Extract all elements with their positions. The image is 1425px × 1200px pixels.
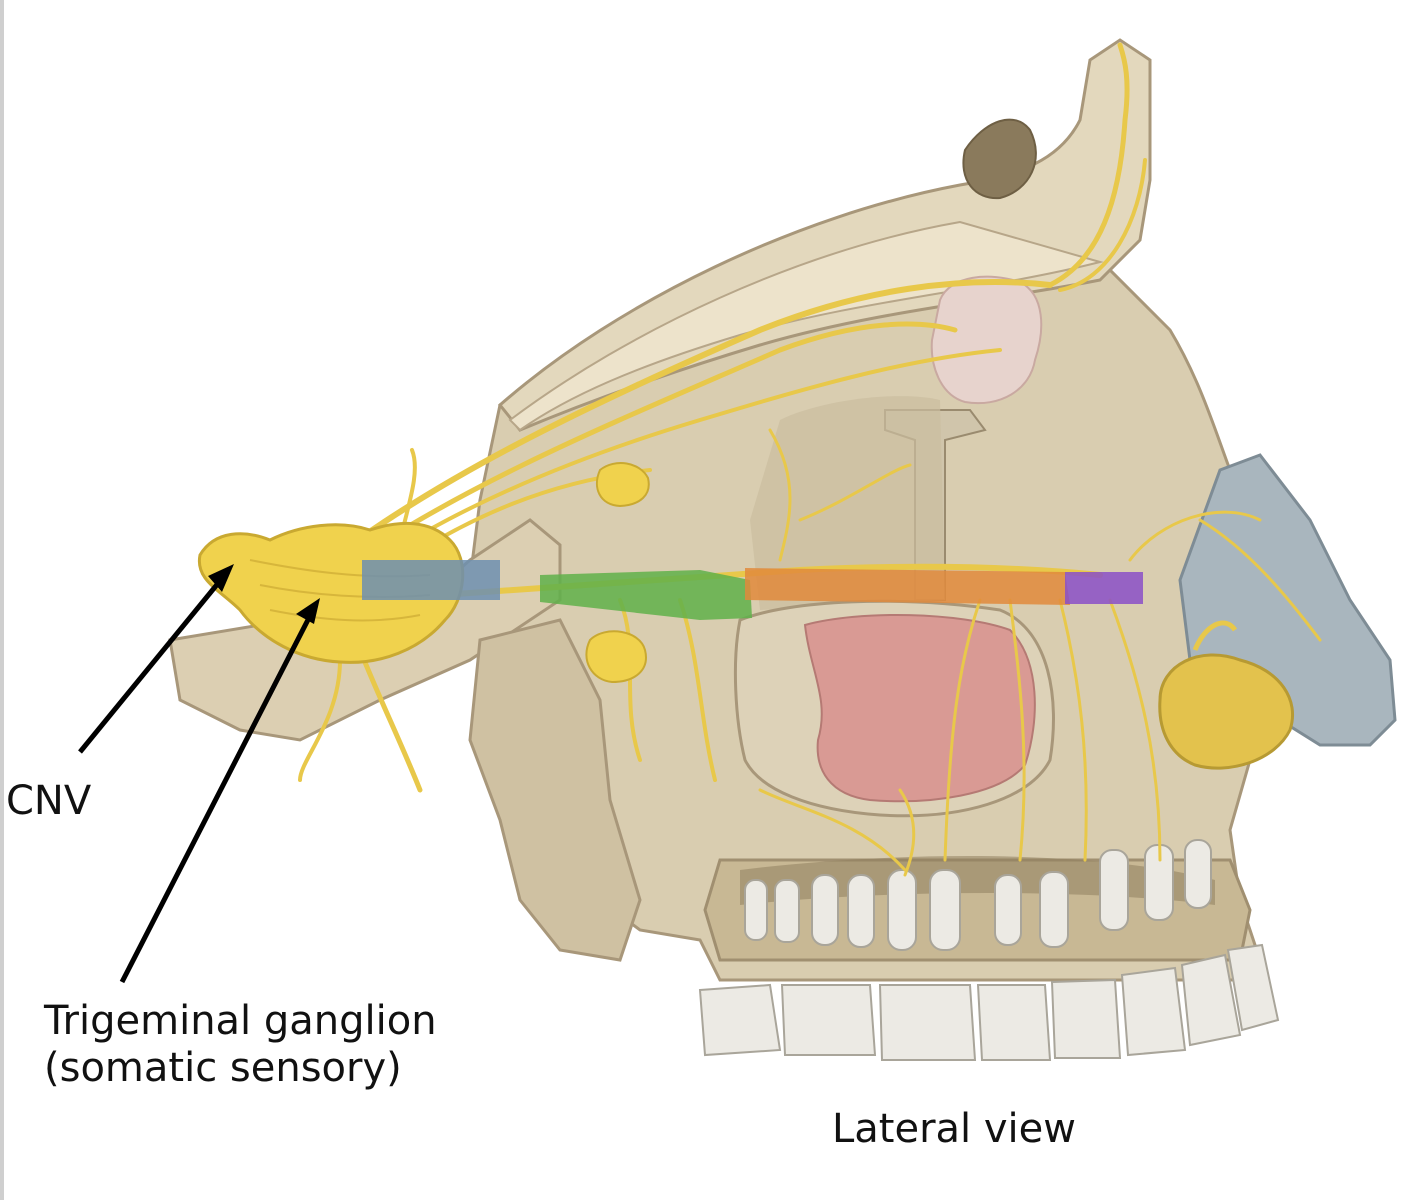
highlight-green	[540, 570, 752, 620]
left-edge-rule	[0, 0, 4, 1200]
label-trigeminal-line1: Trigeminal ganglion	[44, 998, 437, 1044]
skull-bone	[168, 38, 1322, 982]
label-lateral-view: Lateral view	[832, 1106, 1076, 1152]
label-trigeminal-line2: (somatic sensory)	[44, 1045, 402, 1092]
arrows	[78, 564, 320, 984]
label-trigeminal-ganglion: Trigeminal ganglion (somatic sensory)	[44, 998, 437, 1092]
tooth-roots	[744, 839, 1212, 951]
highlight-purple	[1065, 572, 1143, 604]
pterygopalatine-ganglion	[595, 462, 650, 508]
otic-ganglion	[585, 630, 647, 684]
nasal-gland-duct	[1192, 620, 1238, 651]
maxillary-sinus	[733, 599, 1055, 818]
highlight-orange	[745, 568, 1070, 605]
gland	[930, 275, 1043, 405]
label-cnv: CNV	[6, 778, 92, 824]
teeth-crowns	[698, 943, 1280, 1061]
nasal-gland	[1158, 653, 1295, 770]
highlight-blue	[362, 560, 500, 600]
